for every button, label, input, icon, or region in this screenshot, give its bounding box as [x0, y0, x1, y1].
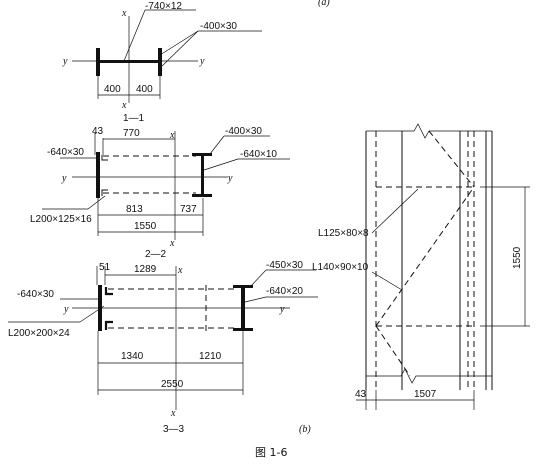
diagonal-label: L140×90×10 — [312, 262, 369, 273]
s3-dim-1289: 1289 — [134, 264, 157, 275]
section-3-3: 51 1289 x x y y -640×30 -450×30 -640×20 — [8, 260, 318, 435]
s2-angle-label: L200×125×16 — [30, 214, 92, 225]
s3-dim-1210: 1210 — [199, 351, 222, 362]
diagonal-lacing — [375, 186, 475, 327]
s2-x-label-bottom: x — [169, 238, 175, 249]
s2-right-flange-top — [192, 153, 212, 156]
s3-x-label-top: x — [177, 265, 183, 276]
s1-caption: 1—1 — [123, 113, 145, 124]
s1-flange-leader-1 — [159, 30, 199, 56]
panel-b-label: (b) — [299, 424, 311, 435]
s3-left-plate-label: -640×30 — [17, 289, 54, 300]
column-elevation: L125×80×8 L140×90×10 1550 43 1507 — [312, 123, 530, 410]
s1-flange-label: -400×30 — [200, 21, 237, 32]
section-1-1: x x y y -740×12 -400×30 400 400 1—1 — [62, 1, 262, 124]
s2-left-plate-label: -640×30 — [47, 147, 84, 158]
s1-left-flange — [96, 48, 100, 76]
s3-y-label-left: y — [63, 304, 69, 315]
s2-dim-43: 43 — [92, 126, 104, 137]
batten-label: L125×80×8 — [318, 228, 369, 239]
s3-caption: 3—3 — [163, 424, 185, 435]
s3-y-label-right: y — [279, 304, 285, 315]
s2-left-plate — [96, 152, 100, 198]
elev-dim-1550: 1550 — [512, 246, 523, 269]
s2-caption: 2—2 — [145, 249, 167, 260]
s2-dim-737: 737 — [180, 204, 197, 215]
s1-web-leader — [123, 9, 146, 62]
s2-x-label-top: x — [169, 130, 175, 141]
s2-dim-770: 770 — [123, 128, 140, 139]
s1-dim-left: 400 — [104, 84, 121, 95]
s3-right-web-label: -640×20 — [266, 286, 303, 297]
s2-right-web-label: -640×10 — [240, 149, 277, 160]
top-panel-label: (a) — [318, 0, 330, 8]
figure-caption: 图 1-6 — [255, 446, 287, 459]
s2-y-label-right: y — [227, 173, 233, 184]
s3-right-web — [241, 288, 245, 328]
s1-x-label-top: x — [121, 8, 127, 19]
s2-right-flange-label: -400×30 — [225, 126, 262, 137]
s3-right-flange-top — [233, 285, 253, 288]
s1-y-label-right: y — [199, 56, 205, 67]
s2-right-flange-bottom — [192, 194, 212, 197]
s2-dim-1550: 1550 — [134, 221, 157, 232]
s3-x-label-bottom: x — [170, 408, 176, 419]
s2-right-web — [201, 156, 204, 194]
elev-dim-1507: 1507 — [414, 389, 437, 400]
s3-angle-label: L200×200×24 — [8, 328, 70, 339]
section-2-2: 43 770 x x y y -640×30 -400×30 -640×10 L… — [30, 126, 290, 260]
s1-x-label-bottom: x — [121, 100, 127, 111]
s3-right-flange-bottom — [233, 328, 253, 331]
s1-web-label: -740×12 — [145, 1, 182, 12]
s3-left-plate — [98, 285, 102, 331]
s3-dim-51: 51 — [99, 262, 111, 273]
s2-y-label-left: y — [61, 173, 67, 184]
s1-web — [100, 60, 158, 63]
s3-dim-1340: 1340 — [121, 351, 144, 362]
elev-dim-43: 43 — [355, 389, 367, 400]
s1-flange-leader-2 — [159, 30, 199, 69]
s3-dim-2550: 2550 — [161, 379, 184, 390]
s1-right-flange — [158, 48, 162, 76]
s3-right-flange-label: -450×30 — [266, 260, 303, 271]
s2-dim-813: 813 — [126, 204, 143, 215]
s1-dim-right: 400 — [136, 84, 153, 95]
s1-y-label-left: y — [62, 56, 68, 67]
